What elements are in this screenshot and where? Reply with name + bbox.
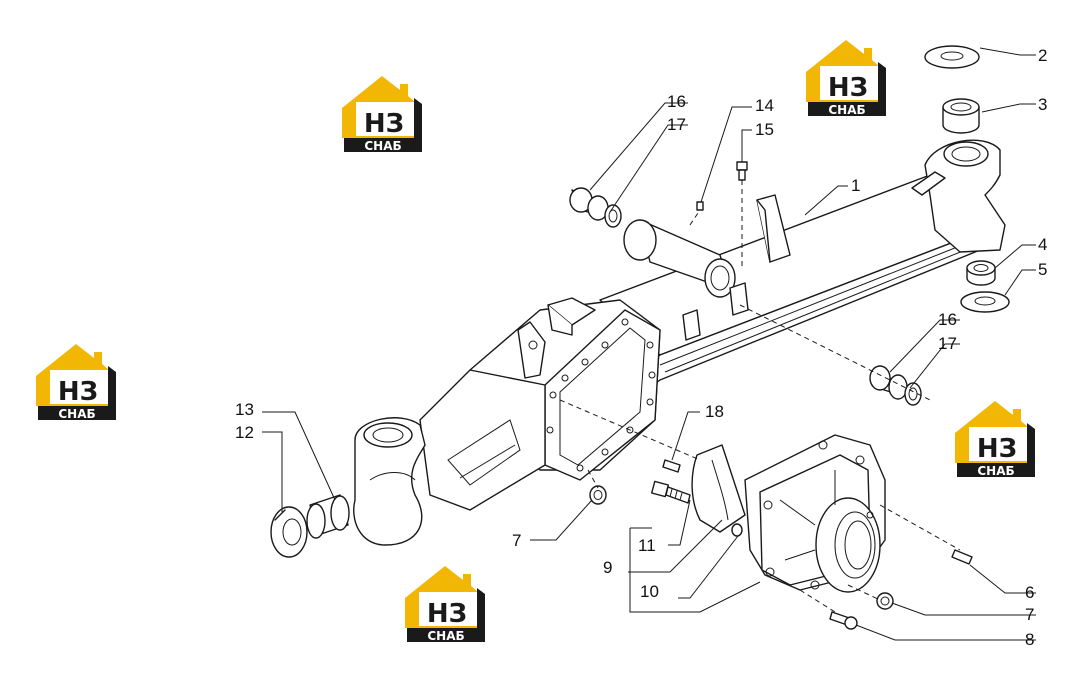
callout-18: 18 [705, 402, 724, 421]
watermark-logo-1: НЗ СНАБ [342, 76, 422, 153]
watermark-word: СНАБ [58, 407, 95, 421]
callout-12: 12 [235, 423, 254, 442]
flange-pin [951, 549, 973, 565]
dowel-pin [662, 459, 681, 473]
callout-7a: 7 [512, 531, 521, 550]
watermark-logo-4: НЗ СНАБ [955, 401, 1035, 478]
knuckle-seal [270, 506, 308, 558]
axle-housing [353, 139, 1006, 546]
bearing-cap [691, 444, 746, 533]
callout-1: 1 [851, 176, 860, 195]
watermark-letters: НЗ [427, 599, 467, 629]
callout-11: 11 [638, 536, 656, 555]
leader-lines [262, 47, 1036, 641]
flange-nut [876, 592, 894, 610]
callout-5: 5 [1038, 260, 1047, 279]
grease-nipple [696, 201, 704, 211]
assembly-lines [559, 180, 961, 613]
callout-4: 4 [1038, 235, 1047, 254]
plug-screw [736, 161, 748, 181]
watermark-logo-3: НЗ СНАБ [36, 344, 116, 421]
pivot-bushing-lower [869, 365, 922, 406]
callout-17b: 17 [938, 334, 957, 353]
watermark-logo-2: НЗ СНАБ [806, 40, 886, 117]
watermark-letters: НЗ [828, 73, 868, 103]
lower-washer [960, 291, 1010, 313]
callout-10: 10 [640, 582, 659, 601]
housing-nut [589, 485, 607, 505]
callout-numbers: 2 3 1 4 5 16 17 16 17 14 15 18 13 12 7 1… [235, 46, 1047, 649]
knuckle-bushing [306, 494, 350, 539]
cap-pin [731, 523, 743, 537]
pivot-bushing-upper [569, 187, 622, 228]
watermark-logo-5: НЗ СНАБ [405, 566, 485, 643]
callout-6: 6 [1025, 583, 1034, 602]
callout-15: 15 [755, 120, 774, 139]
watermark-word: СНАБ [977, 464, 1014, 478]
upper-bushing [942, 98, 980, 134]
callout-16b: 16 [938, 310, 957, 329]
callout-16a: 16 [667, 92, 686, 111]
callout-17a: 17 [667, 115, 686, 134]
watermark-letters: НЗ [58, 377, 98, 407]
watermark-word: СНАБ [427, 629, 464, 643]
axle-flange-housing [744, 434, 886, 593]
callout-3: 3 [1038, 95, 1047, 114]
callout-14: 14 [755, 96, 774, 115]
callout-9: 9 [603, 558, 612, 577]
callout-8: 8 [1025, 630, 1034, 649]
watermark-letters: НЗ [977, 434, 1017, 464]
watermark-word: СНАБ [828, 103, 865, 117]
flange-bolt [829, 611, 858, 630]
thrust-washer [924, 45, 980, 69]
callout-2: 2 [1038, 46, 1047, 65]
cap-bolt [650, 480, 691, 504]
lower-bushing [966, 260, 996, 286]
callout-7b: 7 [1025, 605, 1034, 624]
watermark-letters: НЗ [364, 109, 404, 139]
watermark-word: СНАБ [364, 139, 401, 153]
callout-13: 13 [235, 400, 254, 419]
